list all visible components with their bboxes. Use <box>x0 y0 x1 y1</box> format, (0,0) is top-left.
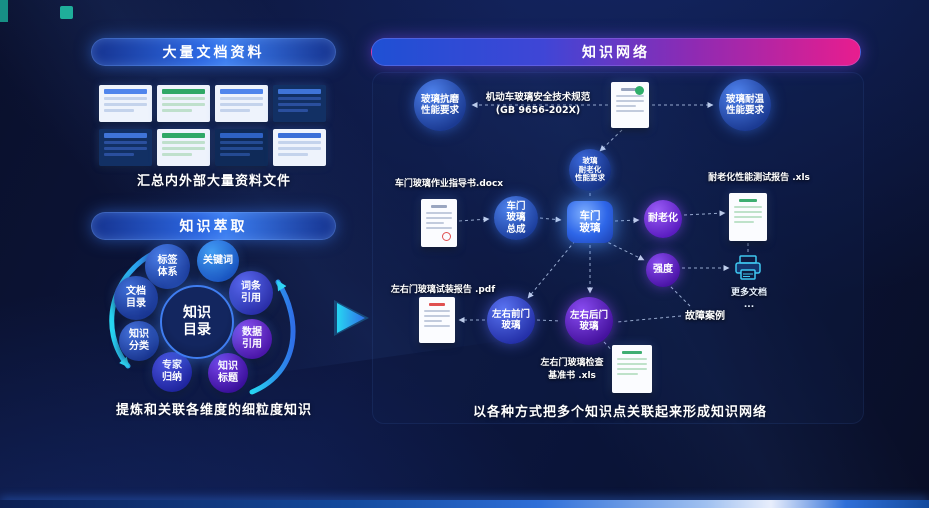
document-thumbnail <box>99 129 152 166</box>
cluster-caption: 提炼和关联各维度的细粒度知识 <box>115 403 312 418</box>
cluster-bubble-entry-reference: 词条 引用 <box>229 271 273 315</box>
cluster-bubble-keywords: 关键词 <box>197 240 239 282</box>
label-aging-report: 耐老化性能测试报告 .xls <box>708 173 810 183</box>
node-door-glass-central: 车门 玻璃 <box>567 201 613 243</box>
section-header-network: 知识网络 <box>371 38 861 66</box>
cluster-bubble-expert: 专家 归纳 <box>152 352 192 392</box>
label-trial-report: 左右门玻璃试装报告 .pdf <box>390 285 496 295</box>
node-front-door-glass: 左右前门 玻璃 <box>487 296 535 344</box>
bottom-accent-bar <box>0 500 929 508</box>
trial-report-document-icon <box>419 297 455 343</box>
work-instruction-document-icon <box>421 199 457 247</box>
node-wear-resistance: 玻璃抗磨 性能要求 <box>414 79 466 131</box>
cluster-bubble-knowledge-title: 知识 标题 <box>208 353 248 393</box>
document-thumbnail <box>273 129 326 166</box>
node-temperature-resistance: 玻璃耐温 性能要求 <box>719 79 771 131</box>
corner-accent <box>0 0 8 22</box>
section-header-documents: 大量文档资料 <box>91 38 336 66</box>
cluster-center-knowledge-catalog: 知识 目录 <box>160 285 234 359</box>
node-strength: 强度 <box>646 253 680 287</box>
document-thumbnail <box>215 129 268 166</box>
cluster-bubble-data-reference: 数据 引用 <box>232 319 272 359</box>
label-inspection: 左右门玻璃检查 基准书 .xls <box>540 358 604 382</box>
network-caption: 以各种方式把多个知识点关联起来形成知识网络 <box>472 405 767 420</box>
flow-arrow-glow <box>334 300 369 336</box>
document-thumbnail <box>99 85 152 122</box>
documents-caption: 汇总内外部大量资料文件 <box>136 174 291 189</box>
node-aging: 耐老化 <box>644 200 682 238</box>
printer-icon <box>733 255 763 281</box>
document-thumbnail <box>157 129 210 166</box>
inspection-document-icon <box>612 345 652 393</box>
node-aging-requirement: 玻璃 耐老化 性能要求 <box>569 149 611 191</box>
document-thumbnail <box>157 85 210 122</box>
cluster-bubble-classification: 知识 分类 <box>119 321 159 361</box>
flow-arrow-icon <box>337 303 365 333</box>
node-rear-door-glass: 左右后门 玻璃 <box>565 297 613 345</box>
label-spec: 机动车玻璃安全技术规范 (GB 9656-202X) <box>485 92 591 116</box>
cluster-bubble-doc-catalog: 文档 目录 <box>114 276 158 320</box>
label-more-docs: 更多文档 ... <box>730 288 767 311</box>
aging-report-document-icon <box>729 193 767 241</box>
document-thumbnail <box>273 85 326 122</box>
node-door-glass-assembly: 车门 玻璃 总成 <box>494 196 538 240</box>
decor-tag <box>60 6 73 19</box>
document-thumbnail <box>215 85 268 122</box>
label-fault-case: 故障案例 <box>685 311 725 322</box>
document-thumbnails <box>99 85 331 166</box>
spec-document-icon <box>611 82 649 128</box>
label-work-instruction: 车门玻璃作业指导书.docx <box>394 179 504 189</box>
section-header-extraction: 知识萃取 <box>91 212 336 240</box>
